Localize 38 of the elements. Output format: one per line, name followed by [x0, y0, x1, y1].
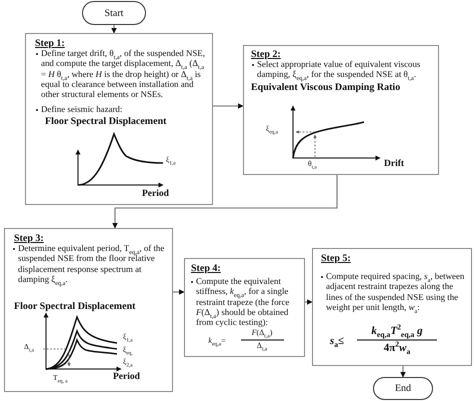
axis-label: Drift [384, 159, 406, 170]
axis-label: Period [142, 189, 170, 200]
formula-lhs: s$_{a}$≤ [328, 335, 346, 348]
process-box [4, 228, 173, 392]
step-heading: Step 4: [191, 263, 222, 274]
formula-numerator: F(Δ$_{t,a}$) [250, 329, 274, 338]
formula-denominator: 4π$^{2}$w$_{a}$ [382, 342, 412, 354]
chart-title: Equivalent Viscous Damping Ratio [251, 82, 402, 93]
chart-title: Floor Spectral Displacement [45, 116, 168, 127]
step-description: Define seismic hazard: [41, 104, 124, 114]
terminal-pill [82, 1, 146, 25]
arrow [112, 175, 338, 229]
axis-label: Period [113, 372, 141, 382]
process-box [184, 258, 305, 357]
step-description: Select appropriate value of equivalent viscous damping, ξ$_{eq,a}$, for the suspended NSE at θ$_{t,a}$. [257, 59, 422, 80]
arrow [305, 299, 313, 305]
step-heading: Step 3: [14, 233, 45, 244]
step-description: Compute required spacing, s$_{a}$, between adjacent restraint trapezes along the lines of the suspended NSE using the weight per unit length, w$_{a}$: [326, 271, 466, 312]
arrow [213, 103, 244, 109]
step-description: Define target drift, θ$_{t,a}$, of the suspended NSE, and compute the target displacement, Δ$_{t,a}$ (Δ$_{t,a}$ = H θ$_{t,a}$, where H is the drop height) or Δ$_{t,a}$ is equal to clearance between installation and other structural elements or NSEs. [41, 48, 206, 100]
step-description: Determine equivalent period, T$_{eq,a}$, of the suspended NSE from the floor relative displacement response spectrum at damping ξ$_{eq,a}$. [18, 243, 166, 284]
formula-denominator: Δ$_{t,a}$ [256, 342, 268, 351]
chart-title: Floor Spectral Displacement [14, 301, 136, 312]
step-heading: Step 2: [251, 49, 282, 60]
step-heading: Step 5: [321, 253, 352, 264]
arrow [173, 289, 185, 295]
formula-lhs: k$_{eq,a}$= [207, 337, 227, 346]
process-box [243, 45, 439, 175]
process-box [312, 248, 472, 366]
formula-numerator: k$_{eq,a}$T$^{2}$$_{eq,a}$ g [370, 325, 424, 338]
terminal-label: End [394, 383, 412, 394]
terminal-label: Start [104, 8, 124, 18]
terminal-pill [373, 377, 433, 400]
arrow [400, 366, 406, 378]
process-box [25, 33, 213, 205]
arrow [111, 25, 117, 34]
step-heading: Step 1: [35, 38, 66, 49]
step-description: Compute the equivalent stiffness, k$_{eq,a}$, for a single restraint trapeze (the force F(Δ$_{t,a}$) should be obtained from cyclic testing): [196, 276, 290, 328]
